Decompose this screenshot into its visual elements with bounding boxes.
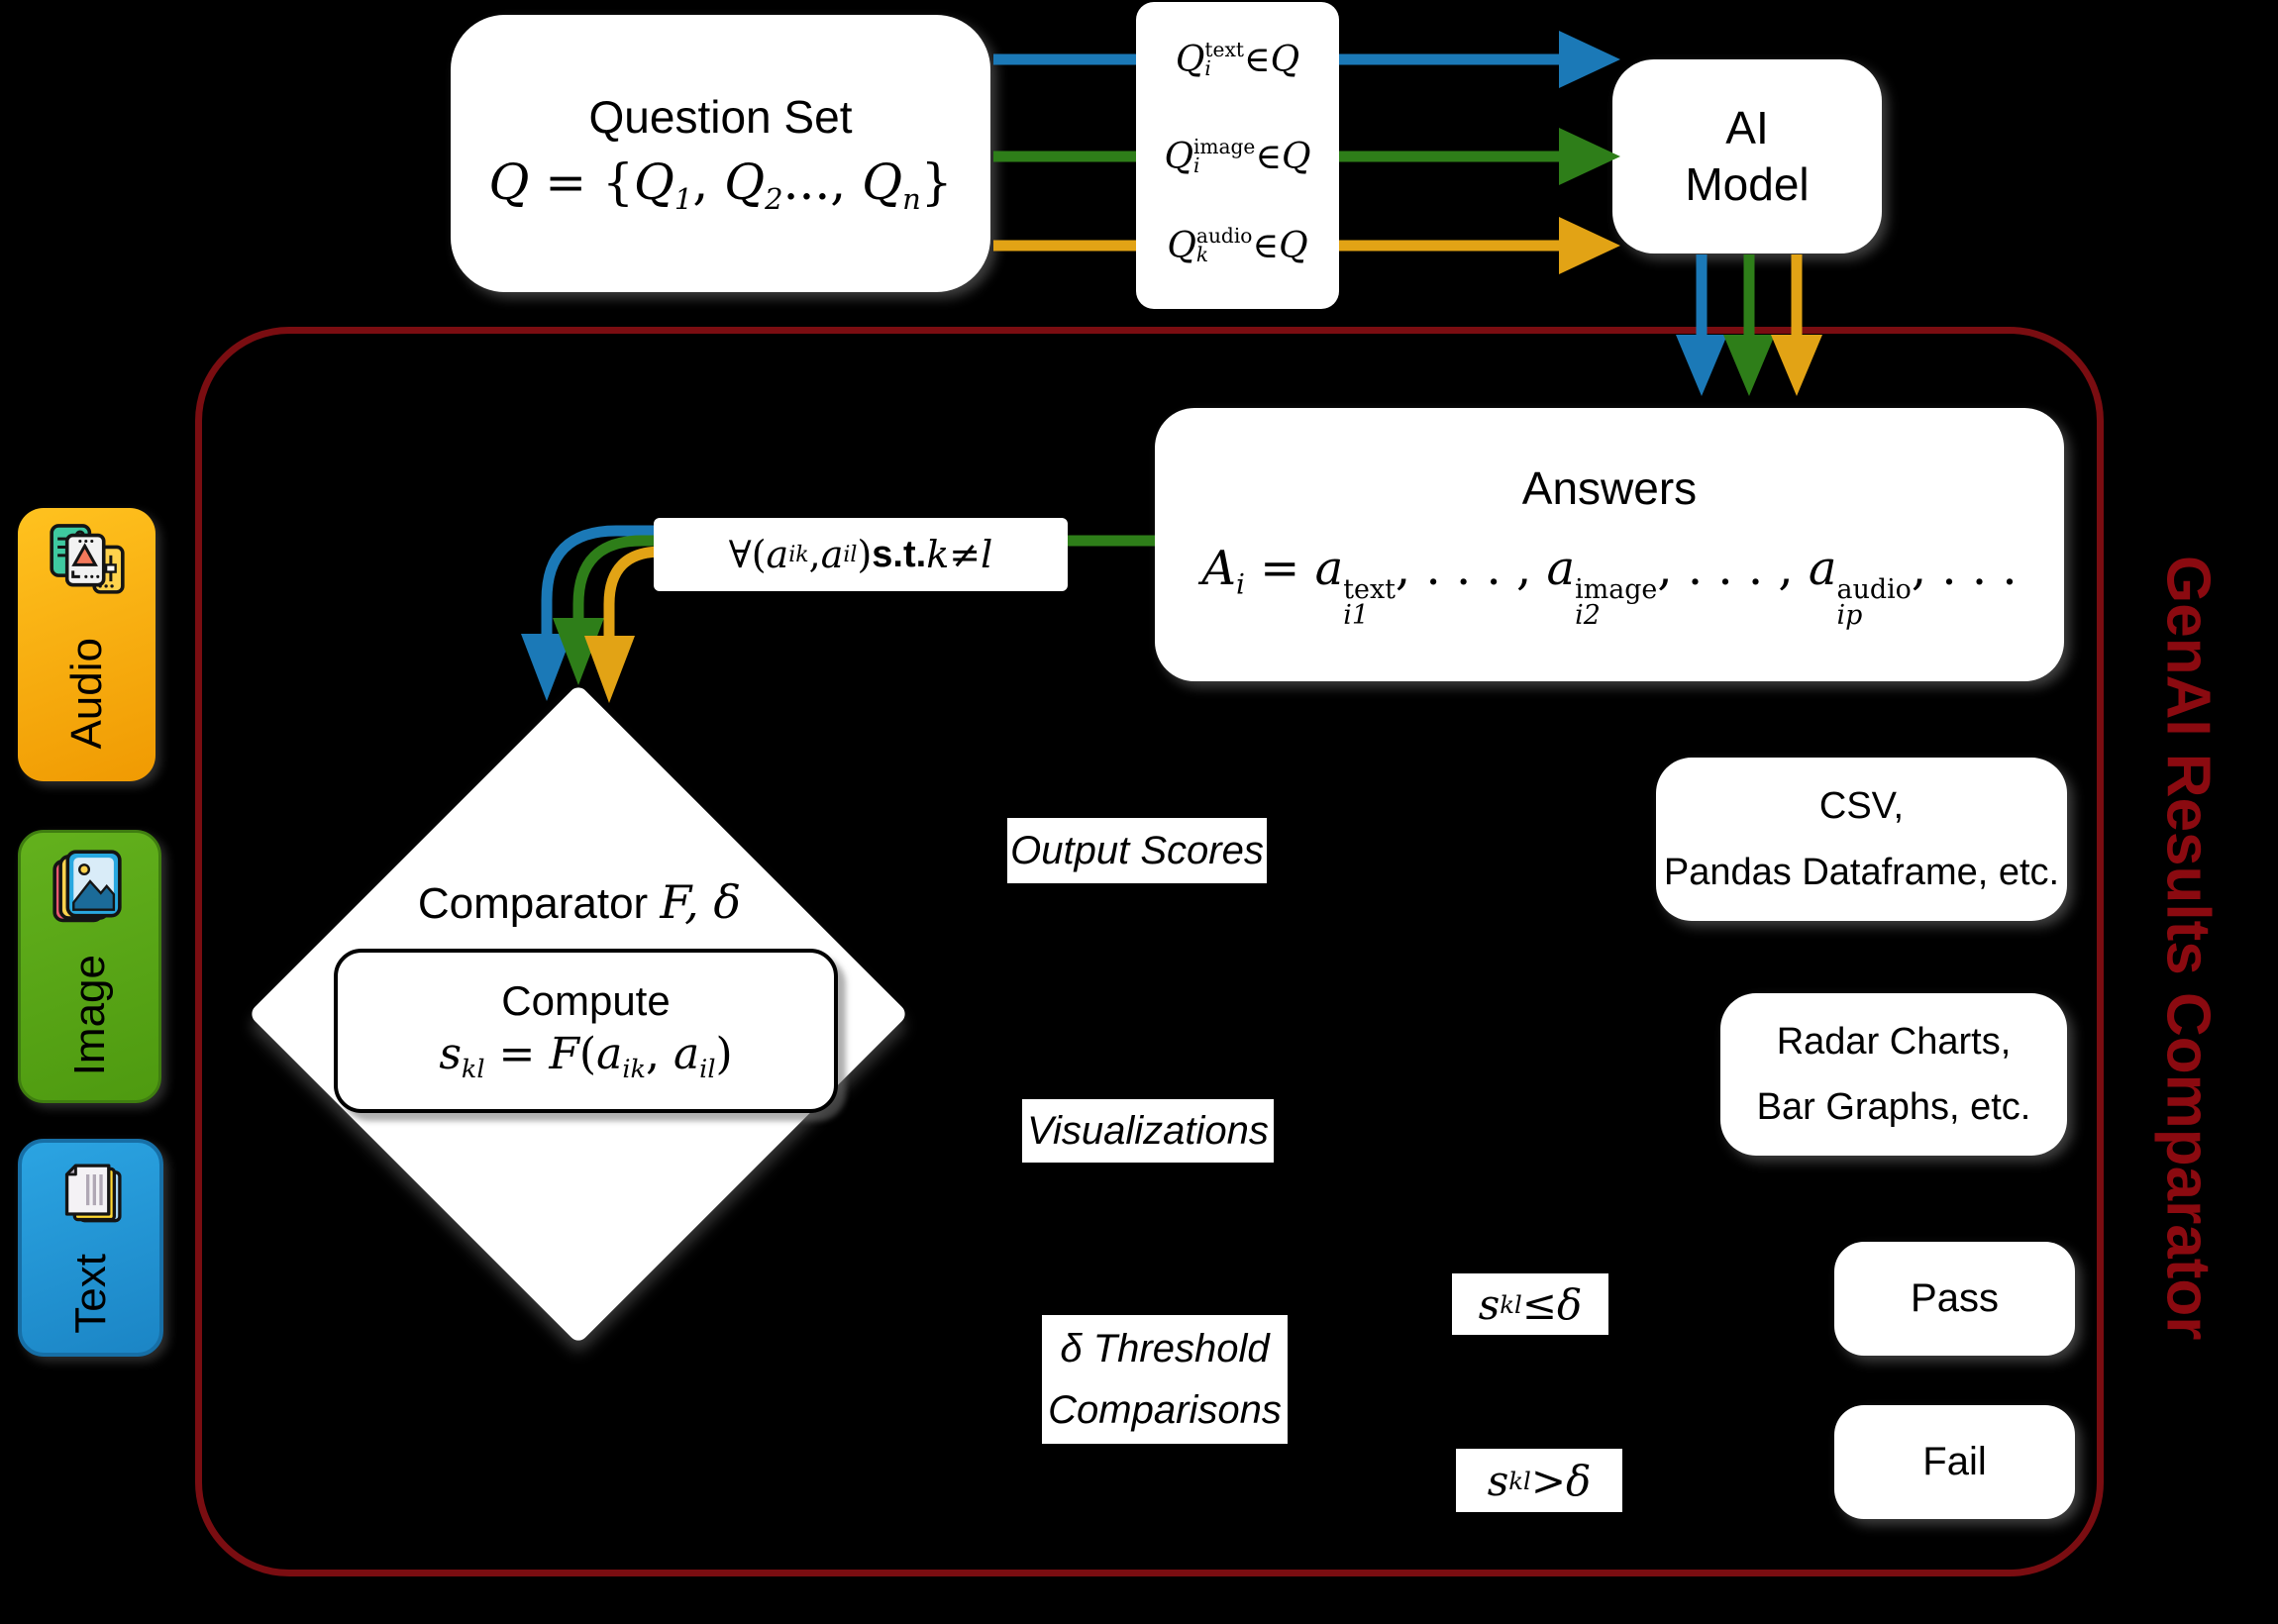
pass-label: Pass: [1911, 1276, 1999, 1320]
image-card-label: Image: [64, 954, 114, 1076]
answers-title: Answers: [1521, 461, 1698, 514]
text-card-label-wrap: Text: [66, 1234, 116, 1353]
csv-line2: Pandas Dataframe, etc.: [1663, 851, 2060, 893]
modality-card-image: Image: [18, 830, 161, 1103]
compute-title: Compute: [501, 977, 671, 1025]
text-documents-stack-icon: [52, 1155, 131, 1234]
scores-output-node: CSV, Pandas Dataframe, etc.: [1656, 758, 2067, 921]
question-set-formula: Q = {Q1, Q2..., Qn}: [488, 153, 953, 217]
fail-label: Fail: [1922, 1440, 1987, 1483]
radar-line1: Radar Charts,: [1776, 1020, 2012, 1063]
ai-model-node: AI Model: [1612, 59, 1882, 254]
pass-node: Pass: [1834, 1242, 2075, 1356]
threshold-comparisons-label: δ Threshold Comparisons: [1042, 1315, 1288, 1444]
ai-model-line2: Model: [1685, 158, 1810, 210]
ai-model-line1: AI: [1725, 101, 1769, 153]
question-set-node: Question Set Q = {Q1, Q2..., Qn}: [451, 15, 990, 292]
threshold-label-line1: δ Threshold: [1060, 1327, 1270, 1370]
image-photos-stack-icon: [48, 845, 133, 930]
visualizations-label: Visualizations: [1022, 1099, 1274, 1163]
comparator-frame-border: [195, 327, 2104, 1576]
audio-media-cards-icon: [45, 520, 130, 605]
frame-title-text: GenAI Results Comparator: [2153, 556, 2223, 1341]
output-scores-label: Output Scores: [1007, 818, 1267, 883]
frame-title-vertical: GenAI Results Comparator: [2100, 327, 2276, 1570]
visualizations-output-node: Radar Charts, Bar Graphs, etc.: [1720, 993, 2067, 1156]
comparator-title: Comparator F, δ: [417, 875, 742, 929]
image-card-label-wrap: Image: [65, 930, 115, 1100]
question-set-title: Question Set: [588, 91, 853, 144]
radar-line2: Bar Graphs, etc.: [1756, 1086, 2031, 1128]
fail-node: Fail: [1834, 1405, 2075, 1519]
audio-card-label-wrap: Audio: [62, 605, 112, 781]
compute-node: Compute skl = F(aik, ail): [334, 949, 838, 1113]
csv-line1: CSV,: [1818, 785, 1905, 827]
threshold-label-line2: Comparisons: [1048, 1388, 1282, 1432]
audio-card-label: Audio: [61, 637, 111, 750]
compute-formula: skl = F(aik, ail): [439, 1029, 733, 1084]
modality-card-text: Text: [18, 1139, 163, 1357]
modality-card-audio: Audio: [18, 508, 155, 781]
text-card-label: Text: [65, 1253, 115, 1334]
